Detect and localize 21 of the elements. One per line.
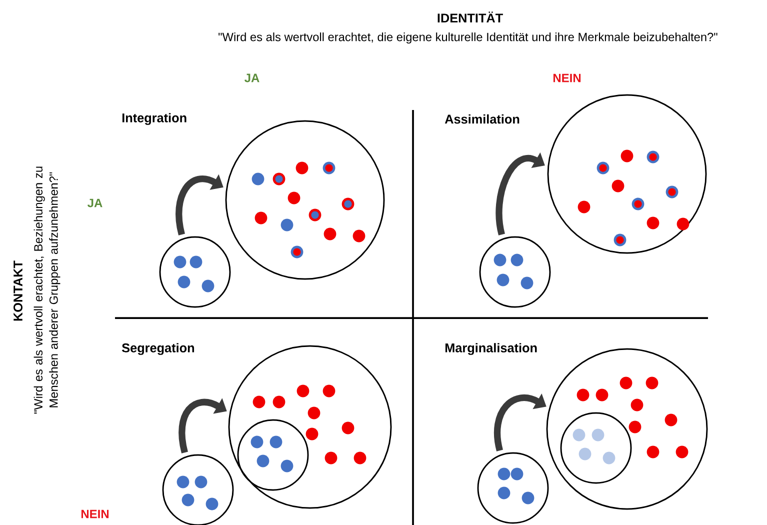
group-circle <box>159 236 231 308</box>
plain-text: IDENTITÄT <box>438 12 503 22</box>
quadrant-title: Integration <box>122 113 186 125</box>
answer-label: JA <box>244 74 260 82</box>
axis-heading: KONTAKT <box>14 260 22 321</box>
group-circle <box>546 348 708 510</box>
answer-label: JA <box>88 198 102 208</box>
group-circle <box>479 236 551 308</box>
group-circle <box>228 345 392 509</box>
answer-label: NEIN <box>81 510 109 518</box>
group-circle <box>560 412 632 484</box>
answer-label: NEIN <box>553 74 581 82</box>
group-circle <box>237 419 309 491</box>
group-circle <box>477 452 549 524</box>
question-text: "Wird es als wertvoll erachtet, Beziehungen zu Menschen anderer Gruppen aufzunehmen?" <box>34 166 60 414</box>
quadrant-title: Marginalisation <box>445 343 537 355</box>
question-text: "Wird es als wertvoll erachtet, die eigene kulturelle Identität und ihre Merkmale beizubehalten?" <box>218 32 718 44</box>
group-circle <box>225 120 385 280</box>
quadrant-title: Segregation <box>122 343 194 355</box>
group-circle <box>547 94 707 254</box>
quadrant-title: Assimilation <box>444 114 520 124</box>
